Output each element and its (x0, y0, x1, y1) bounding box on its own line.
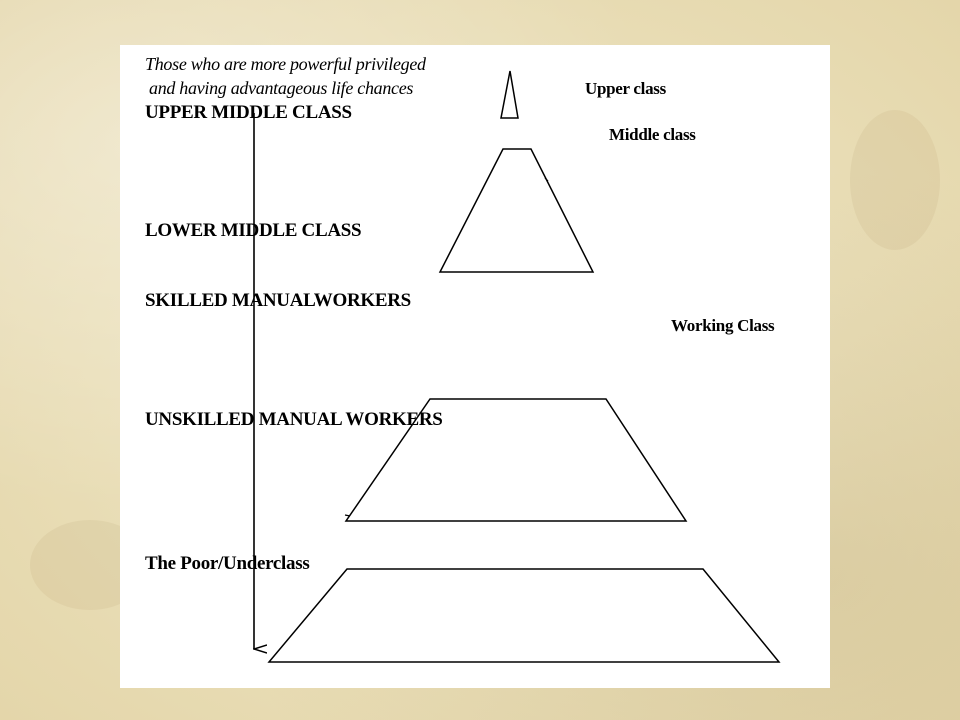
label-working-class: Working Class (671, 316, 775, 335)
intro-text-line-1: Those who are more powerful privileged (145, 54, 426, 74)
intro-text-line-2: and having advantageous life chances (149, 78, 414, 98)
class-pyramid-diagram (120, 70, 781, 663)
tick-mark (544, 177, 549, 182)
label-upper-middle-class: UPPER MIDDLE CLASS (145, 102, 352, 123)
label-poor-underclass: The Poor/Underclass (145, 553, 310, 574)
underclass-trapezoid (267, 568, 781, 663)
background-texture (850, 110, 940, 250)
tick-mark (344, 514, 351, 517)
label-middle-class: Middle class (609, 125, 696, 144)
upper-class-triangle (500, 70, 519, 119)
label-upper-class: Upper class (585, 79, 666, 98)
middle-class-trapezoid (438, 148, 595, 273)
working-class-trapezoid (344, 398, 688, 522)
diagram-panel: Those who are more powerful privileged a… (120, 45, 830, 688)
label-lower-middle-class: LOWER MIDDLE CLASS (145, 220, 362, 241)
label-unskilled-manual-workers: UNSKILLED MANUAL WORKERS (145, 409, 443, 430)
label-skilled-manual-workers: SKILLED MANUALWORKERS (145, 290, 411, 311)
